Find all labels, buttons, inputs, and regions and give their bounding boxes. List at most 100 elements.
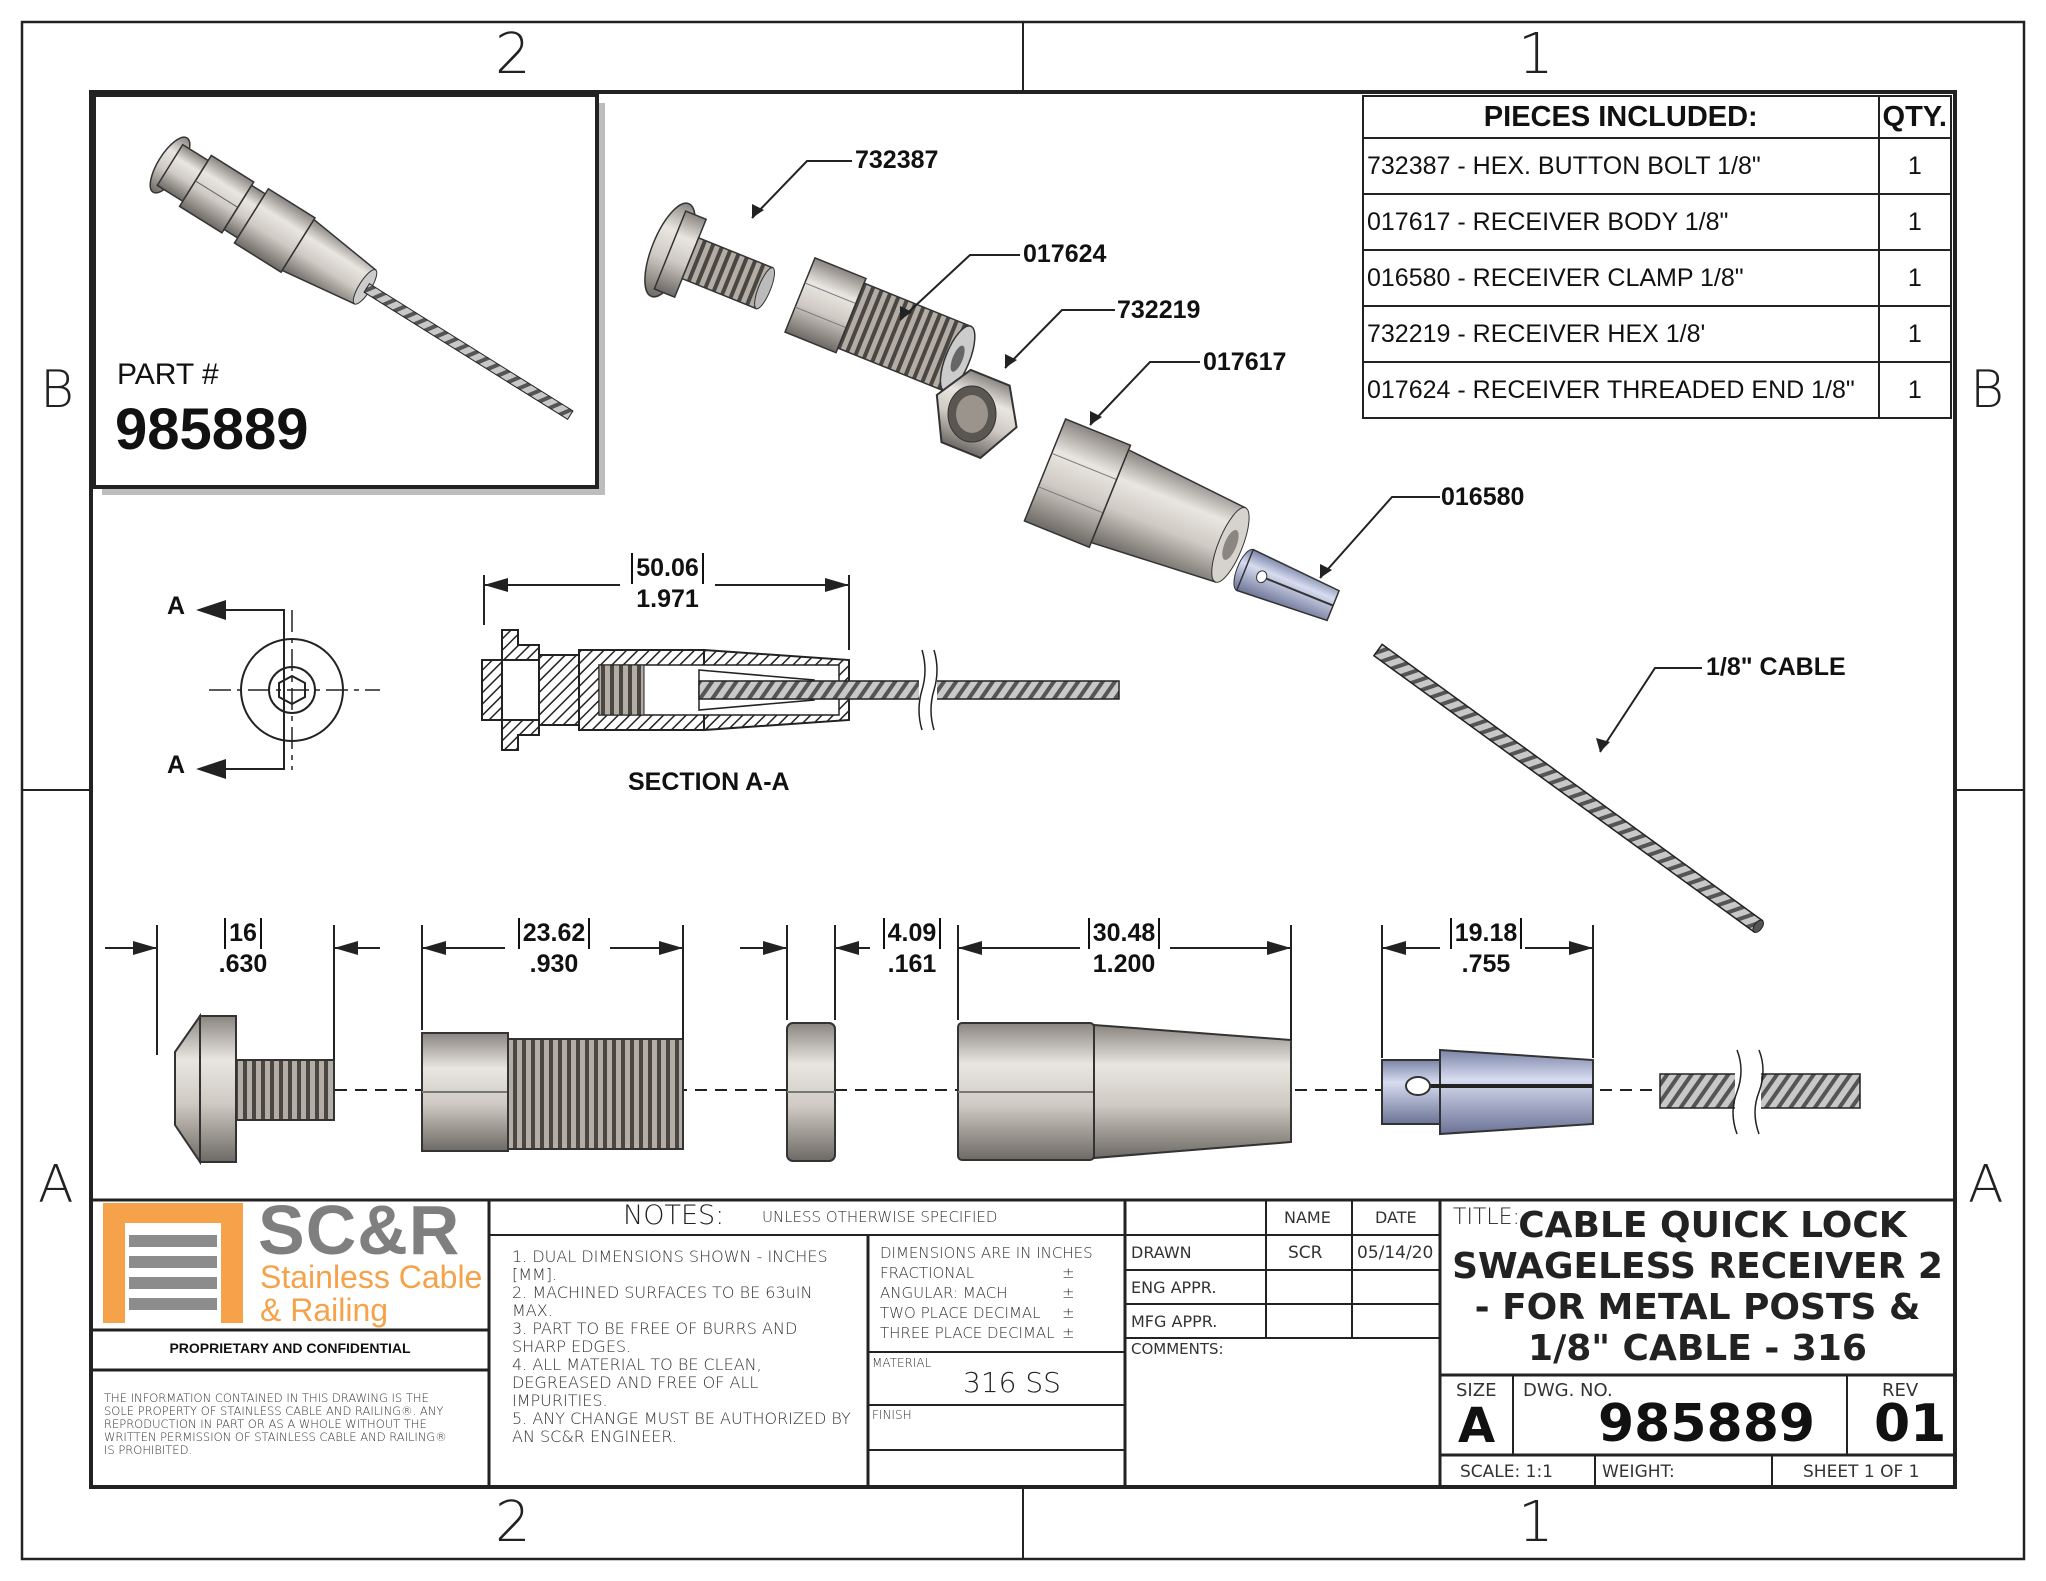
dwg-no-label: DWG. NO. [1523, 1380, 1613, 1401]
size-value: A [1458, 1398, 1496, 1454]
table-row: 017624 - RECEIVER THREADED END 1/8" 1 [1362, 361, 1953, 419]
finish-label: FINISH [872, 1408, 912, 1422]
rev-label: REV [1882, 1380, 1919, 1401]
table-row: 732219 - RECEIVER HEX 1/8' 1 [1362, 305, 1953, 363]
plus-minus: ± [1062, 1264, 1075, 1282]
callout-732387: 732387 [855, 146, 939, 174]
zone-right-bottom: A [1968, 1155, 2004, 1215]
piece-desc: 017624 - RECEIVER THREADED END 1/8" [1362, 361, 1880, 419]
note-item: 4. ALL MATERIAL TO BE CLEAN, DEGREASED A… [512, 1355, 762, 1410]
dim-mm: 30.48 [1087, 918, 1161, 949]
proprietary-heading: PROPRIETARY AND CONFIDENTIAL [169, 1340, 411, 1356]
zone-left-bottom: A [38, 1155, 74, 1215]
dim-receiver-body: 30.48 1.200 [1073, 918, 1175, 980]
logo-line1: Stainless Cable [260, 1259, 483, 1295]
zone-bottom-left: 2 [495, 1490, 531, 1555]
piece-desc: 016580 - RECEIVER CLAMP 1/8" [1362, 249, 1880, 307]
dim-mm: 23.62 [517, 918, 591, 949]
dim-mm: 19.18 [1449, 918, 1523, 949]
section-title: SECTION A-A [628, 768, 790, 796]
dim-in: .161 [887, 950, 937, 978]
tolerance-angular: ANGULAR: MACH [880, 1284, 1008, 1302]
piece-qty: 1 [1877, 137, 1953, 195]
drawn-label: DRAWN [1131, 1243, 1192, 1262]
section-dim-in: 1.971 [636, 585, 699, 613]
dim-clamp: 19.18 .755 [1436, 918, 1536, 980]
dim-mm: 4.09 [882, 918, 942, 949]
drawn-date: 05/14/20 [1357, 1243, 1434, 1263]
tolerance-two-place: TWO PLACE DECIMAL [880, 1304, 1041, 1322]
part-number: 985889 [115, 397, 309, 462]
weight-label: WEIGHT: [1602, 1462, 1675, 1482]
proprietary-body: THE INFORMATION CONTAINED IN THIS DRAWIN… [104, 1391, 447, 1457]
title-line: SWAGELESS RECEIVER 2 [1452, 1246, 1943, 1287]
drawing-title: CABLE QUICK LOCK SWAGELESS RECEIVER 2 - … [1445, 1205, 1950, 1369]
zone-top-right: 1 [1518, 22, 1554, 87]
dim-in: .630 [218, 950, 268, 978]
part-label: PART # [117, 358, 219, 391]
piece-qty: 1 [1877, 193, 1953, 251]
mfg-appr-label: MFG APPR. [1131, 1312, 1218, 1331]
dwg-no-value: 985889 [1598, 1394, 1816, 1454]
tolerance-three-place: THREE PLACE DECIMAL [880, 1324, 1055, 1342]
pieces-table: PIECES INCLUDED: QTY. 732387 - HEX. BUTT… [1362, 95, 1953, 419]
title-line: - FOR METAL POSTS & [1474, 1287, 1921, 1328]
callout-017617: 017617 [1203, 348, 1287, 376]
scale-label: SCALE: 1:1 [1460, 1462, 1553, 1482]
drawn-name: SCR [1288, 1243, 1323, 1263]
dim-threaded-end: 23.62 .930 [503, 918, 605, 980]
logo-line2: & Railing [260, 1292, 389, 1328]
notes-subtitle: UNLESS OTHERWISE SPECIFIED [762, 1208, 998, 1226]
table-row: 017617 - RECEIVER BODY 1/8" 1 [1362, 193, 1953, 251]
piece-qty: 1 [1877, 249, 1953, 307]
dim-in: .930 [529, 950, 579, 978]
sheet-label: SHEET 1 OF 1 [1803, 1462, 1920, 1482]
eng-appr-label: ENG APPR. [1131, 1278, 1217, 1297]
section-dimension: 50.06 1.971 [615, 553, 720, 615]
name-header: NAME [1284, 1208, 1331, 1227]
date-header: DATE [1375, 1208, 1417, 1227]
dim-button-bolt: 16 .630 [193, 918, 293, 980]
tolerance-fractional: FRACTIONAL [880, 1264, 975, 1282]
dim-in: 1.200 [1092, 950, 1156, 978]
piece-desc: 732219 - RECEIVER HEX 1/8' [1362, 305, 1880, 363]
note-item: 2. MACHINED SURFACES TO BE 63uIN MAX. [512, 1283, 813, 1320]
zone-top-left: 2 [495, 22, 531, 87]
dim-hex-nut: 4.09 .161 [863, 918, 961, 980]
pieces-header: PIECES INCLUDED: [1362, 95, 1880, 139]
tolerance-heading: DIMENSIONS ARE IN INCHES [880, 1244, 1093, 1262]
title-line: 1/8" CABLE - 316 [1528, 1328, 1867, 1369]
title-label: TITLE: [1453, 1205, 1520, 1230]
piece-desc: 017617 - RECEIVER BODY 1/8" [1362, 193, 1880, 251]
piece-desc: 732387 - HEX. BUTTON BOLT 1/8" [1362, 137, 1880, 195]
dim-mm: 16 [224, 918, 262, 949]
note-item: 5. ANY CHANGE MUST BE AUTHORIZED BY AN S… [512, 1409, 851, 1446]
plus-minus: ± [1062, 1284, 1075, 1302]
logo-brand: SC&R [258, 1191, 461, 1269]
notes-list: 1. DUAL DIMENSIONS SHOWN - INCHES [MM]. … [512, 1248, 852, 1446]
callout-732219: 732219 [1117, 296, 1201, 324]
piece-qty: 1 [1877, 305, 1953, 363]
section-dim-mm: 50.06 [631, 553, 704, 584]
callout-cable: 1/8" CABLE [1706, 653, 1846, 681]
note-item: 1. DUAL DIMENSIONS SHOWN - INCHES [MM]. [512, 1247, 828, 1284]
qty-header: QTY. [1877, 95, 1953, 139]
plus-minus: ± [1062, 1324, 1075, 1342]
material-value: 316 SS [963, 1366, 1061, 1399]
notes-title: NOTES: [623, 1200, 725, 1231]
comments-label: COMMENTS: [1131, 1340, 1224, 1358]
piece-qty: 1 [1877, 361, 1953, 419]
section-marker-bottom: A [167, 751, 186, 779]
section-marker-top: A [167, 592, 186, 620]
zone-right-top: B [1970, 360, 2005, 420]
logo-graphic [103, 1203, 243, 1323]
title-line: CABLE QUICK LOCK [1518, 1205, 1907, 1246]
zone-left-top: B [40, 360, 75, 420]
callout-017624: 017624 [1023, 240, 1107, 268]
table-row: 732387 - HEX. BUTTON BOLT 1/8" 1 [1362, 137, 1953, 195]
plus-minus: ± [1062, 1304, 1075, 1322]
rev-value: 01 [1874, 1394, 1947, 1454]
callout-016580: 016580 [1441, 483, 1525, 511]
table-row: 016580 - RECEIVER CLAMP 1/8" 1 [1362, 249, 1953, 307]
